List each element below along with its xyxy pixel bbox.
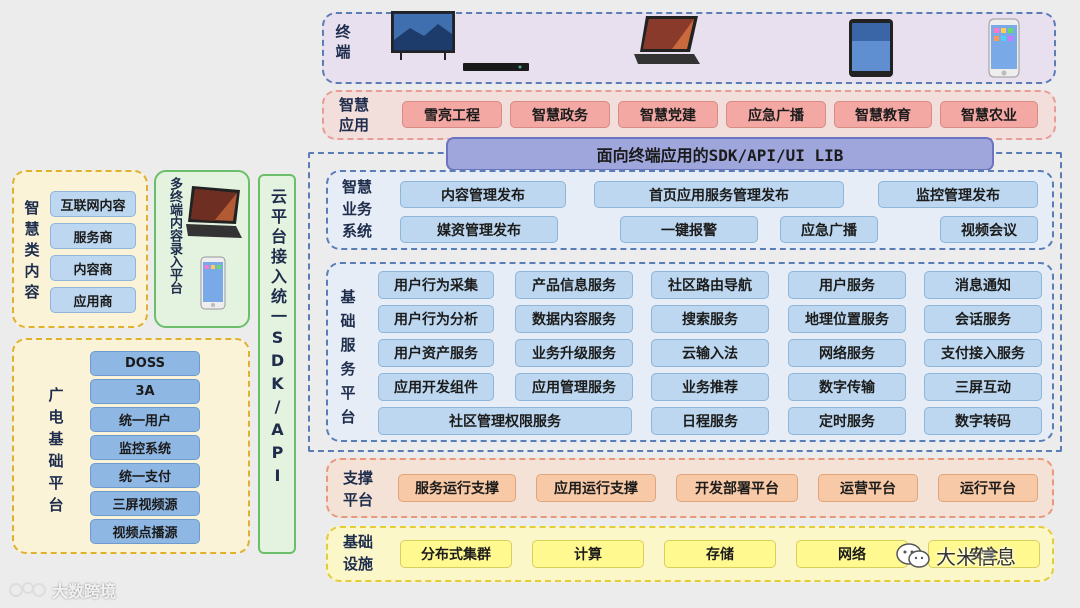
service-item[interactable]: 数字转码 [924, 407, 1042, 435]
service-item[interactable]: 业务升级服务 [515, 339, 633, 367]
smart-business-label: 智慧业务系统 [335, 176, 379, 242]
broadcast-item[interactable]: DOSS [90, 351, 200, 376]
watermark-right: 大米信息 [896, 541, 1016, 570]
infra-item[interactable]: 网络 [796, 540, 908, 568]
service-item[interactable]: 会话服务 [924, 305, 1042, 333]
multi-terminal-label: 多终端内容录入平台 [164, 177, 182, 294]
service-item[interactable]: 地理位置服务 [788, 305, 906, 333]
broadcast-item[interactable]: 监控系统 [90, 435, 200, 460]
support-item[interactable]: 开发部署平台 [676, 474, 798, 502]
terminal-label: 终端 [333, 22, 353, 62]
phone-icon [200, 256, 226, 314]
watermark-left: 大数跨境 [8, 578, 116, 602]
broadcast-item[interactable]: 3A [90, 379, 200, 404]
service-item[interactable]: 支付接入服务 [924, 339, 1042, 367]
phone-icon [988, 18, 1020, 82]
smart-content-label: 智慧类内容 [22, 198, 42, 303]
service-item[interactable]: 社区路由导航 [651, 271, 769, 299]
service-item[interactable]: 应用开发组件 [378, 373, 494, 401]
business-item[interactable]: 应急广播 [780, 216, 878, 243]
smart-app-item[interactable]: 智慧农业 [940, 101, 1038, 128]
broadcast-item[interactable]: 视频点播源 [90, 519, 200, 544]
cloud-access-label: 云平台接入统一SDK/API [265, 188, 289, 552]
service-item[interactable]: 产品信息服务 [515, 271, 633, 299]
service-item[interactable]: 云输入法 [651, 339, 769, 367]
service-item[interactable]: 数字传输 [788, 373, 906, 401]
service-item[interactable]: 用户服务 [788, 271, 906, 299]
service-item[interactable]: 用户资产服务 [378, 339, 494, 367]
smart-app-item[interactable]: 应急广播 [726, 101, 826, 128]
infra-item[interactable]: 分布式集群 [400, 540, 512, 568]
business-item[interactable]: 一键报警 [620, 216, 758, 243]
smart-app-item[interactable]: 智慧教育 [834, 101, 932, 128]
tv-icon [390, 10, 456, 66]
watermark-logo-icon [8, 579, 48, 601]
business-item[interactable]: 视频会议 [940, 216, 1038, 243]
broadcast-item[interactable]: 三屏视频源 [90, 491, 200, 516]
content-source-item[interactable]: 互联网内容 [50, 191, 136, 217]
support-item[interactable]: 服务运行支撑 [398, 474, 516, 502]
business-item[interactable]: 内容管理发布 [400, 181, 566, 208]
service-item[interactable]: 网络服务 [788, 339, 906, 367]
sdk-lib-bar: 面向终端应用的SDK/API/UI LIB [446, 137, 994, 171]
infra-item[interactable]: 计算 [532, 540, 644, 568]
service-item[interactable]: 用户行为采集 [378, 271, 494, 299]
service-item[interactable]: 数据内容服务 [515, 305, 633, 333]
cloud-access-bar: 云平台接入统一SDK/API [258, 174, 296, 554]
service-item[interactable]: 应用管理服务 [515, 373, 633, 401]
smart-app-item[interactable]: 智慧政务 [510, 101, 610, 128]
wechat-icon [896, 542, 930, 570]
content-source-item[interactable]: 应用商 [50, 287, 136, 313]
support-item[interactable]: 运行平台 [938, 474, 1038, 502]
broadcast-item[interactable]: 统一支付 [90, 463, 200, 488]
smart-app-item[interactable]: 智慧党建 [618, 101, 718, 128]
service-item[interactable]: 搜索服务 [651, 305, 769, 333]
set-top-box-icon [462, 58, 530, 77]
support-item[interactable]: 应用运行支撑 [536, 474, 656, 502]
service-item[interactable]: 业务推荐 [651, 373, 769, 401]
content-source-item[interactable]: 内容商 [50, 255, 136, 281]
laptop-icon [632, 14, 702, 74]
smart-app-label: 智慧应用 [334, 95, 374, 135]
support-label: 支撑平台 [336, 467, 380, 511]
business-item[interactable]: 首页应用服务管理发布 [594, 181, 844, 208]
infra-item[interactable]: 存储 [664, 540, 776, 568]
broadcast-label: 广电基础平台 [46, 384, 66, 516]
service-item[interactable]: 日程服务 [651, 407, 769, 435]
service-item[interactable]: 定时服务 [788, 407, 906, 435]
service-item[interactable]: 社区管理权限服务 [378, 407, 632, 435]
support-item[interactable]: 运营平台 [818, 474, 918, 502]
smart-app-item[interactable]: 雪亮工程 [402, 101, 502, 128]
broadcast-item[interactable]: 统一用户 [90, 407, 200, 432]
infra-label: 基础设施 [336, 531, 380, 575]
tablet-icon [848, 18, 894, 82]
basic-service-label: 基础服务平台 [338, 285, 358, 429]
service-item[interactable]: 三屏互动 [924, 373, 1042, 401]
laptop-icon [184, 184, 246, 246]
content-source-item[interactable]: 服务商 [50, 223, 136, 249]
business-item[interactable]: 监控管理发布 [878, 181, 1038, 208]
service-item[interactable]: 消息通知 [924, 271, 1042, 299]
business-item[interactable]: 媒资管理发布 [400, 216, 558, 243]
service-item[interactable]: 用户行为分析 [378, 305, 494, 333]
